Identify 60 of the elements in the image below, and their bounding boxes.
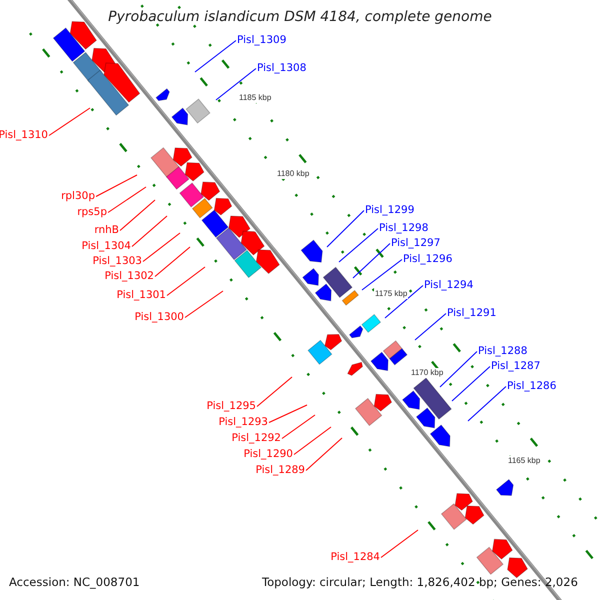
gene-label: Pisl_1297 — [391, 237, 440, 250]
gene-label: Pisl_1304 — [82, 240, 131, 253]
gene-label: Pisl_1287 — [491, 360, 540, 373]
gene-label: Pisl_1290 — [244, 448, 293, 461]
footer-text: Topology: circular; Length: 1,826,402 bp; Genes: 2,026 — [262, 576, 578, 589]
gene-label: Pisl_1293 — [218, 416, 268, 429]
gene-label: rpl30p — [61, 190, 95, 203]
leader-line — [452, 366, 490, 402]
leader-line — [338, 228, 378, 262]
leader-line — [440, 351, 478, 388]
gene-label: Pisl_1291 — [447, 307, 496, 320]
gene-label: Pisl_1288 — [478, 345, 528, 358]
gene-label: Pisl_1295 — [206, 400, 256, 413]
gene-label: Pisl_1289 — [256, 464, 305, 477]
gene-label: Pisl_1301 — [116, 289, 166, 302]
gene-label: Pisl_1302 — [104, 270, 154, 283]
leader-line — [120, 200, 156, 231]
scale-label: 1170 kbp — [410, 368, 444, 378]
gene-label: Pisl_1303 — [92, 255, 142, 268]
leader-line — [108, 186, 146, 213]
gene-label: Pisl_1308 — [257, 62, 306, 75]
scale-label: 1165 kbp — [507, 456, 542, 466]
gene-label: Pisl_1300 — [134, 311, 184, 324]
gene-label: Pisl_1298 — [379, 222, 428, 235]
gene-label: Pisl_1286 — [507, 380, 556, 393]
leader-line — [294, 426, 332, 455]
leader-line — [194, 40, 236, 72]
gene-label: Pisl_1284 — [330, 551, 380, 564]
leader-line — [362, 259, 402, 290]
leader-line — [414, 313, 446, 340]
footer-text: Accession: NC_008701 — [9, 576, 140, 589]
scale-label: 1180 kbp — [276, 169, 310, 179]
leader-line — [166, 266, 206, 296]
leader-line — [268, 404, 308, 423]
leader-line — [96, 174, 138, 197]
leader-line — [132, 216, 168, 247]
gene-label: Pisl_1296 — [403, 253, 452, 266]
title: Pyrobaculum islandicum DSM 4184, complete genome — [107, 9, 493, 25]
leader-line — [384, 285, 424, 318]
leader-line — [306, 438, 342, 471]
leader-line — [256, 376, 292, 407]
leader-line — [48, 108, 90, 136]
gene-label: Pisl_1310 — [0, 129, 48, 142]
leader-line — [216, 68, 256, 100]
gene-label: Pisl_1309 — [237, 34, 286, 47]
gene-label: Pisl_1294 — [424, 279, 474, 292]
gene-label: Pisl_1292 — [232, 432, 281, 445]
gene-label: rnhB — [94, 224, 119, 237]
leader-line — [184, 290, 224, 318]
leader-line — [142, 232, 180, 262]
scale-label: 1175 kbp — [374, 289, 408, 299]
leader-line — [282, 414, 316, 439]
leader-line — [154, 246, 190, 277]
leader-line — [468, 386, 506, 422]
leader-line — [326, 210, 364, 248]
gene-label: Pisl_1299 — [365, 204, 414, 217]
leader-line — [352, 243, 390, 278]
gene-label: rps5p — [77, 206, 107, 219]
scale-label: 1185 kbp — [238, 93, 272, 103]
leader-line — [380, 530, 418, 558]
